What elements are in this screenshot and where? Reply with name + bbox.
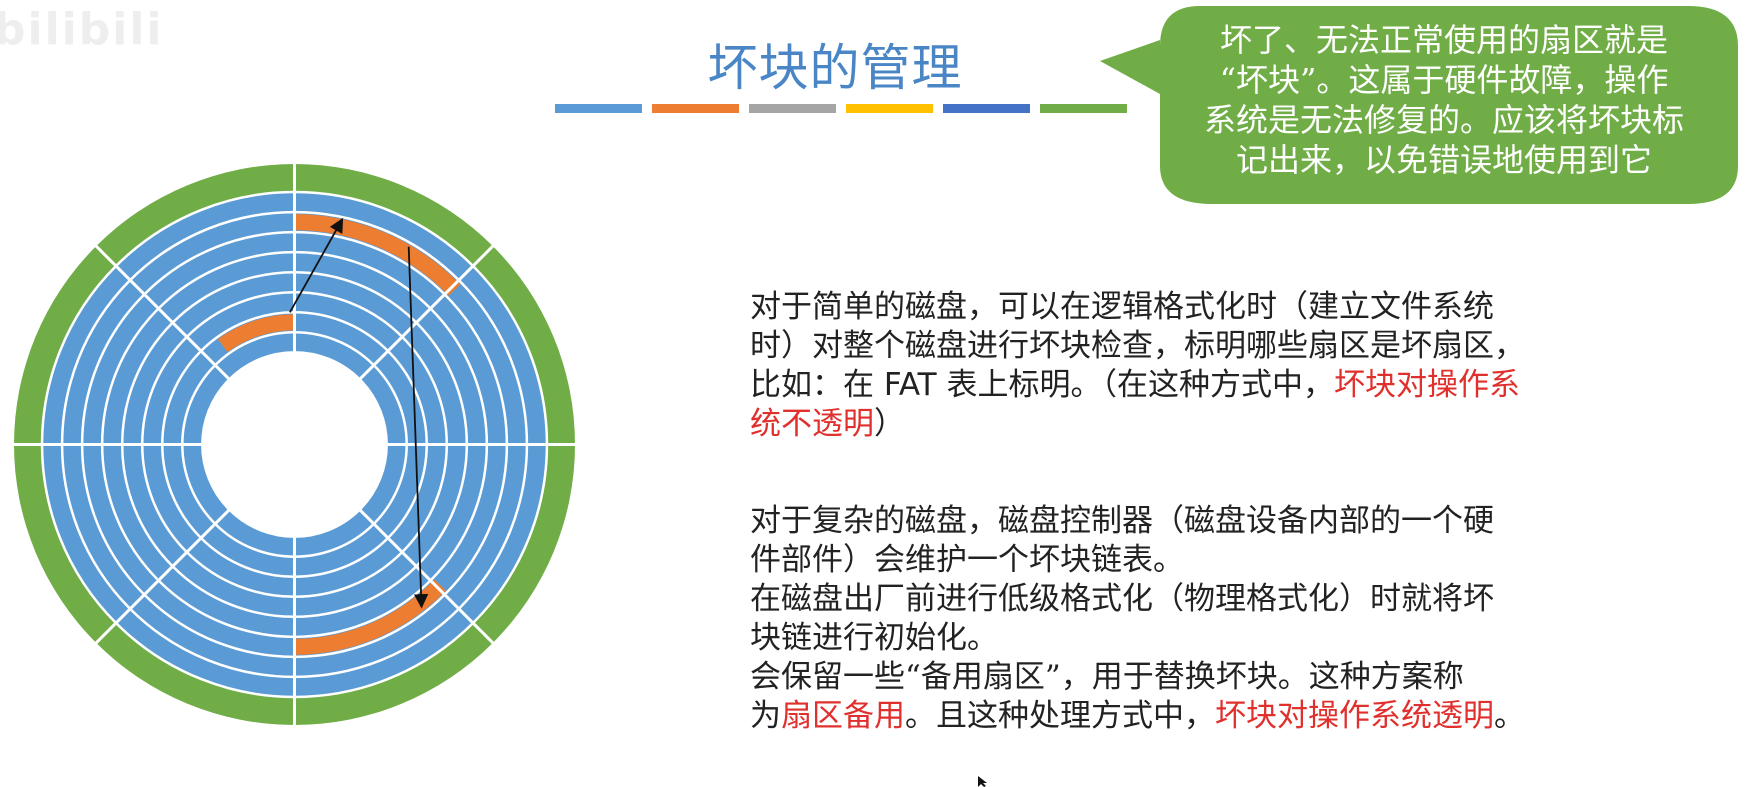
sector-divider — [358, 508, 496, 646]
title-bar-6 — [1040, 104, 1127, 113]
title-underline-bars — [555, 104, 1127, 113]
callout-line: 记出来，以免错误地使用到它 — [1235, 141, 1652, 179]
remap-arrow — [289, 217, 344, 313]
text-segment: 比如：在 — [750, 367, 884, 403]
text-segment: 。且这种处理方式中， — [905, 698, 1215, 734]
paragraph-line: 在磁盘出厂前进行低级格式化（物理格式化）时就将坏 — [750, 581, 1494, 617]
paragraph-line: 会保留一些“备用扇区”，用于替换坏块。这种方案称 — [750, 659, 1464, 695]
paragraph-line: 件部件）会维护一个坏块链表。 — [750, 542, 1184, 578]
callout-bubble — [1100, 6, 1738, 204]
sector-divider — [358, 243, 496, 381]
paragraph-line: 统不透明） — [750, 405, 1650, 444]
bilibili-watermark: bilibili — [0, 4, 164, 55]
disk-diagram — [12, 162, 577, 727]
paragraph-line: 对于复杂的磁盘，磁盘控制器（磁盘设备内部的一个硬 — [750, 503, 1494, 539]
title-bar-2 — [652, 104, 739, 113]
highlight-text: 坏块对操作系统透明 — [1215, 698, 1494, 734]
paragraph-simple-disk: 对于简单的磁盘，可以在逻辑格式化时（建立文件系统 时）对整个磁盘进行坏块检查，标… — [750, 288, 1650, 444]
title-bar-5 — [943, 104, 1030, 113]
callout-text: 坏了、无法正常使用的扇区就是 “坏块”。这属于硬件故障，操作 系统是无法修复的。… — [1160, 20, 1728, 180]
paragraph-line: 对于简单的磁盘，可以在逻辑格式化时（建立文件系统 — [750, 289, 1494, 325]
remap-arrow — [407, 246, 429, 609]
text-segment: 表上标明。（在这种方式中， — [936, 367, 1334, 403]
bad-sector — [217, 314, 295, 353]
callout-line: “坏块”。这属于硬件故障，操作 — [1219, 61, 1669, 99]
paragraph-line: 块链进行初始化。 — [750, 620, 998, 656]
mouse-cursor-icon — [978, 776, 987, 787]
highlight-text: 统不透明 — [750, 406, 874, 442]
text-segment: 为 — [750, 698, 781, 734]
spindle-hole — [202, 352, 387, 537]
callout-line: 坏了、无法正常使用的扇区就是 — [1219, 21, 1668, 59]
text-segment: 。 — [1494, 698, 1525, 734]
text-segment: ） — [874, 406, 905, 442]
title-bar-1 — [555, 104, 642, 113]
title-bar-4 — [846, 104, 933, 113]
slide-title: 坏块的管理 — [707, 39, 963, 97]
paragraph-line: 时）对整个磁盘进行坏块检查，标明哪些扇区是坏扇区， — [750, 328, 1525, 364]
paragraph-line: 为扇区备用。且这种处理方式中，坏块对操作系统透明。 — [750, 697, 1650, 736]
bad-sector — [294, 214, 461, 296]
title-bar-3 — [749, 104, 836, 113]
highlight-text: 扇区备用 — [781, 698, 905, 734]
highlight-text: 坏块对操作系 — [1333, 367, 1520, 403]
sector-divider — [93, 243, 231, 381]
paragraph-line: 比如：在 FAT 表上标明。（在这种方式中，坏块对操作系 — [750, 366, 1650, 405]
sector-divider — [93, 508, 231, 646]
bad-sector — [294, 579, 446, 655]
paragraph-complex-disk: 对于复杂的磁盘，磁盘控制器（磁盘设备内部的一个硬 件部件）会维护一个坏块链表。 … — [750, 502, 1650, 736]
callout-line: 系统是无法修复的。应该将坏块标 — [1203, 101, 1684, 139]
fat-term: FAT — [883, 367, 937, 403]
